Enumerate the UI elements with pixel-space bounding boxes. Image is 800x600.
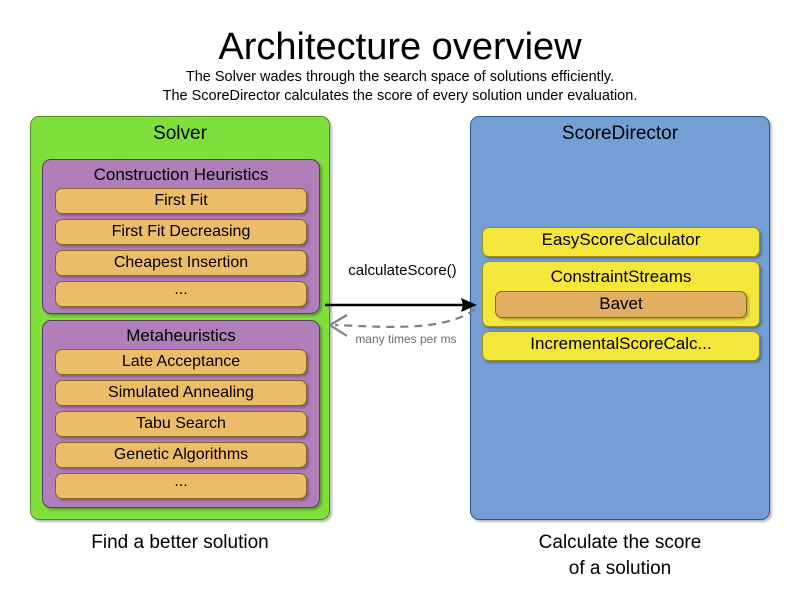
page-subtitle: The Solver wades through the search spac… xyxy=(0,68,800,106)
list-item[interactable]: Cheapest Insertion xyxy=(55,250,307,276)
calculator-label: ConstraintStreams xyxy=(550,267,692,286)
calculator-easy-score[interactable]: EasyScoreCalculator xyxy=(482,227,760,257)
subtitle-line-1: The Solver wades through the search spac… xyxy=(185,69,615,85)
caption-score-director-line-1: Calculate the score xyxy=(538,532,702,553)
calculator-constraint-streams[interactable]: ConstraintStreams Bavet xyxy=(482,261,760,327)
solver-panel-title: Solver xyxy=(153,123,207,144)
group-construction-heuristics[interactable]: Construction Heuristics First Fit First … xyxy=(42,159,320,314)
list-item[interactable]: Tabu Search xyxy=(55,411,307,437)
calculator-incremental-score[interactable]: IncrementalScoreCalc... xyxy=(482,331,760,361)
list-item-more[interactable]: ... xyxy=(55,281,307,307)
connector-arrows: calculateScore() many times per ms xyxy=(325,262,480,362)
list-item[interactable]: First Fit xyxy=(55,188,307,214)
group-metaheuristics[interactable]: Metaheuristics Late Acceptance Simulated… xyxy=(42,320,320,508)
arrow-request-head xyxy=(461,298,477,312)
list-item[interactable]: Genetic Algorithms xyxy=(55,442,307,468)
calculator-label: EasyScoreCalculator xyxy=(541,230,701,249)
calculator-label: IncrementalScoreCalc... xyxy=(530,334,712,353)
caption-score-director: Calculate the score of a solution xyxy=(470,530,770,582)
arrow-label-calculate-score: calculateScore() xyxy=(348,262,457,279)
arrow-label-many-times: many times per ms xyxy=(355,332,457,346)
arrow-graphics xyxy=(325,298,477,337)
score-director-panel[interactable]: ScoreDirector EasyScoreCalculator Constr… xyxy=(470,116,770,520)
calculator-stack: EasyScoreCalculator ConstraintStreams Ba… xyxy=(482,227,760,365)
group-title-metaheuristics: Metaheuristics xyxy=(126,326,236,345)
caption-solver: Find a better solution xyxy=(91,532,269,553)
solver-panel[interactable]: Solver Construction Heuristics First Fit… xyxy=(30,116,330,520)
score-director-panel-title: ScoreDirector xyxy=(561,123,679,144)
list-item[interactable]: First Fit Decreasing xyxy=(55,219,307,245)
list-item[interactable]: Late Acceptance xyxy=(55,349,307,375)
calculator-bavet[interactable]: Bavet xyxy=(495,291,747,318)
list-item[interactable]: Simulated Annealing xyxy=(55,380,307,406)
group-title-construction-heuristics: Construction Heuristics xyxy=(93,165,269,184)
caption-score-director-line-2: of a solution xyxy=(568,558,672,579)
list-item-more[interactable]: ... xyxy=(55,473,307,499)
arrow-response-line xyxy=(334,308,476,328)
subtitle-line-2: The ScoreDirector calculates the score o… xyxy=(162,88,638,104)
page-title: Architecture overview xyxy=(218,26,582,68)
arrow-response-head xyxy=(327,314,348,337)
